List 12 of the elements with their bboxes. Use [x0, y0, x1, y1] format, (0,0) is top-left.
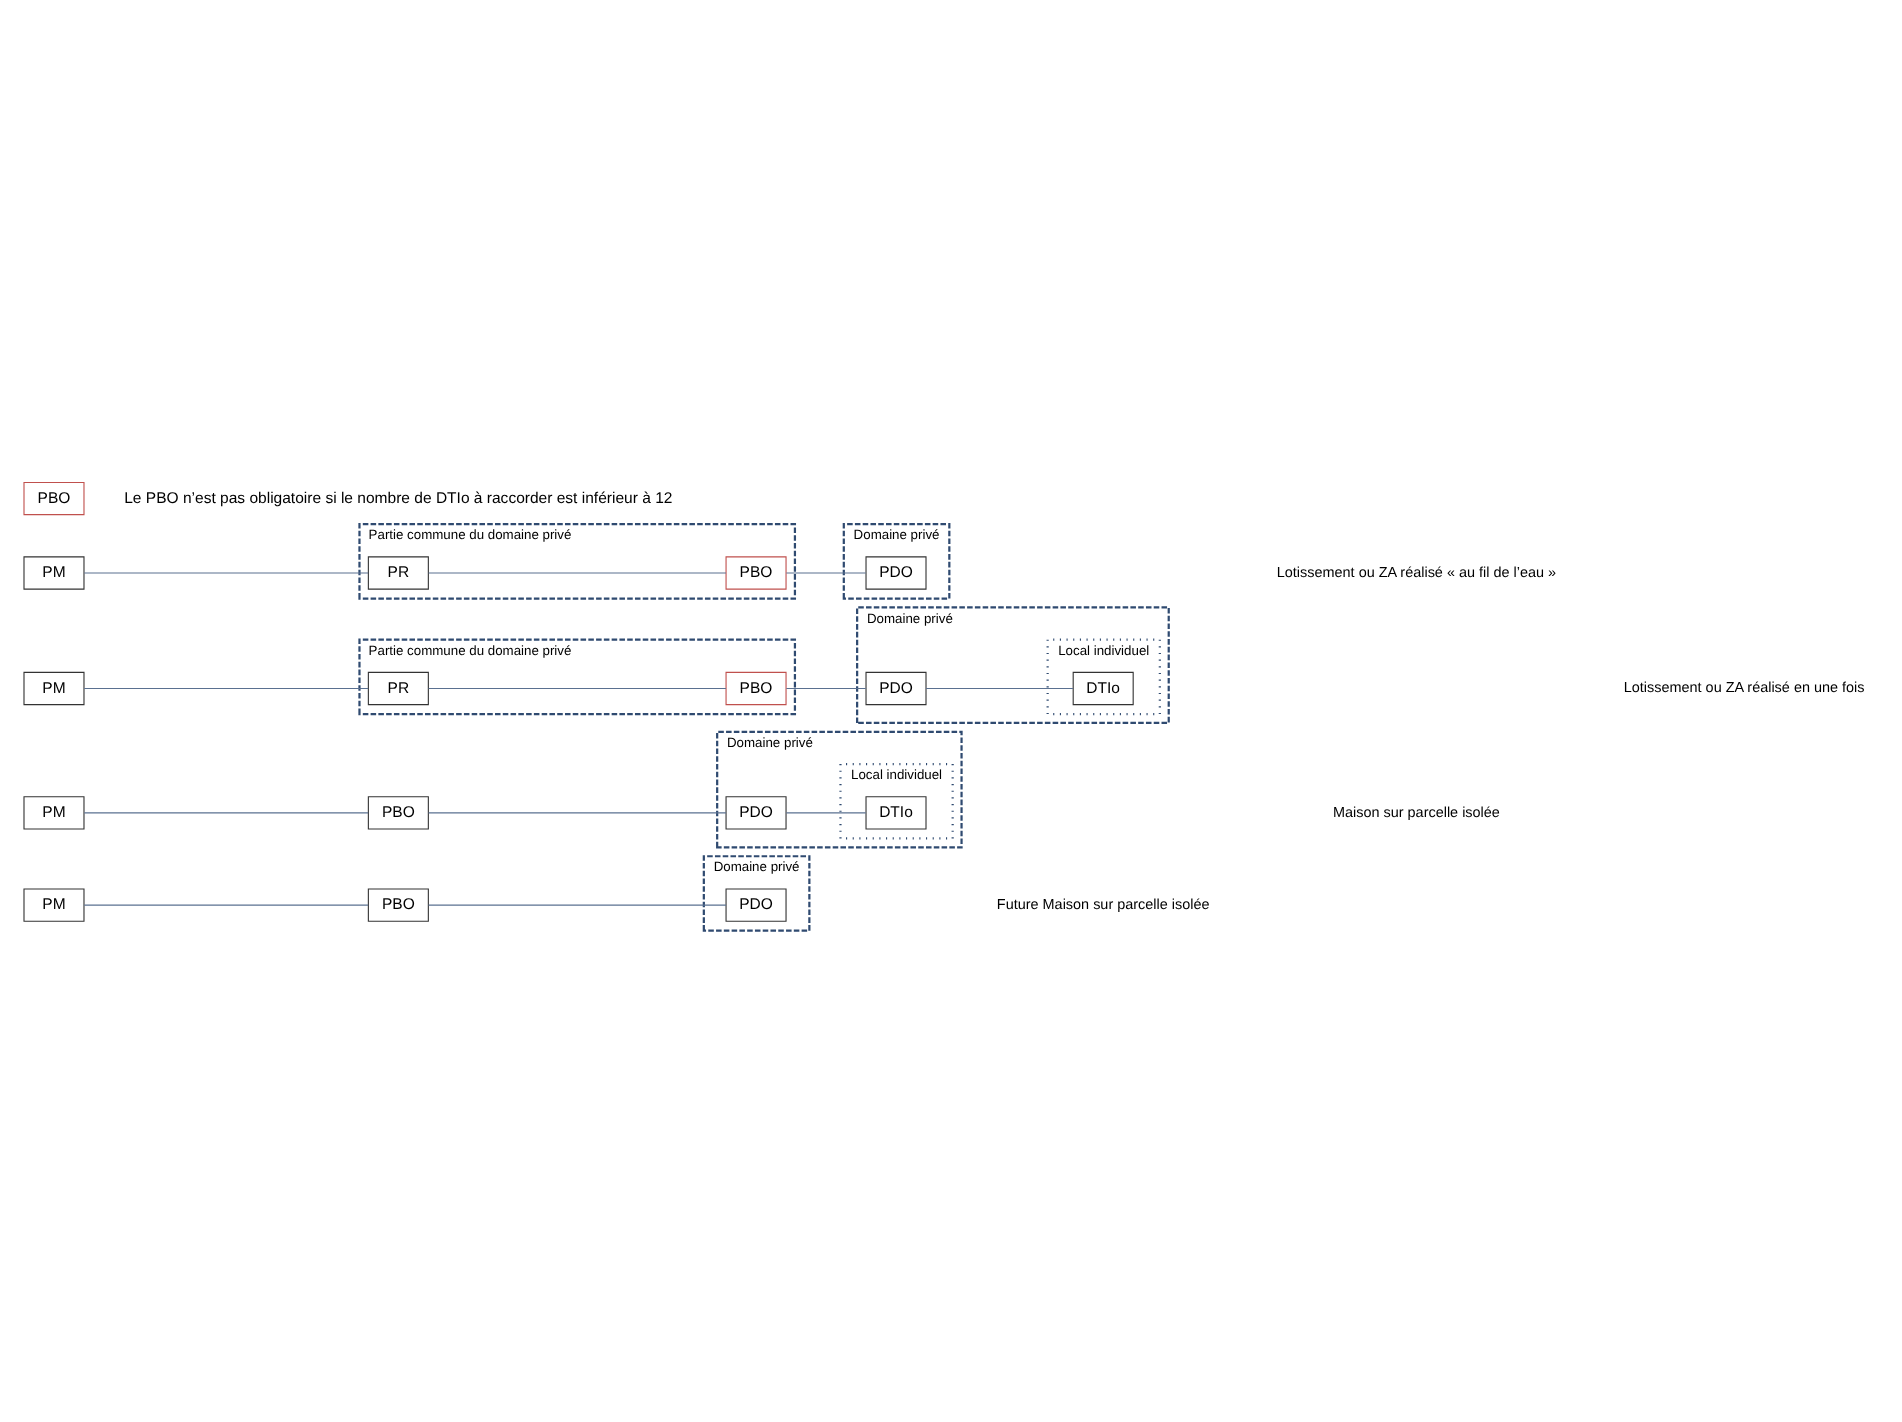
connector	[785, 812, 867, 814]
connector	[83, 572, 369, 574]
connector	[785, 572, 867, 574]
connector	[925, 687, 1074, 690]
connector	[428, 904, 727, 906]
connector	[428, 687, 727, 690]
connector	[83, 812, 369, 814]
connector	[83, 904, 369, 906]
connector	[785, 687, 867, 690]
connector	[428, 572, 727, 574]
connector	[428, 812, 727, 814]
connector	[83, 687, 369, 690]
